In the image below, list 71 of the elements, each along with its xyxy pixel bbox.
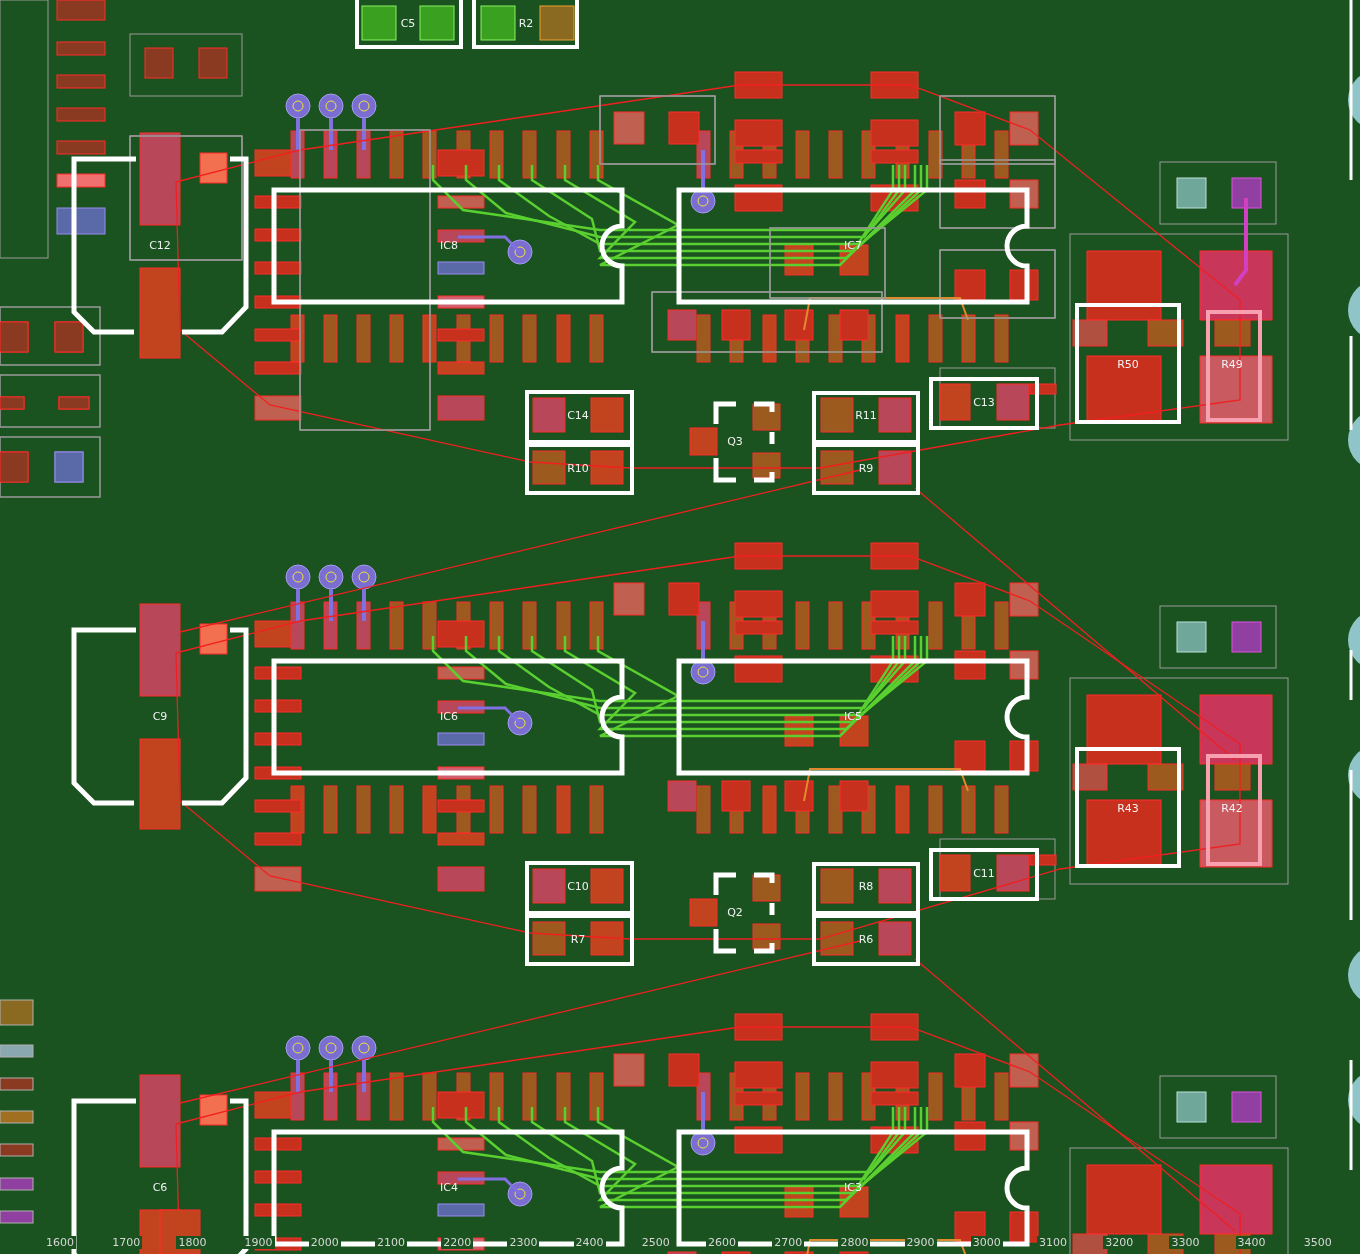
reference-designator: R7	[570, 933, 586, 945]
component-outline	[677, 188, 1029, 304]
ruler-label: 3000	[970, 1236, 1003, 1249]
component-outline	[525, 861, 634, 915]
component-outline	[1075, 747, 1181, 868]
component-outline	[272, 188, 624, 304]
ruler-label: 2200	[441, 1236, 474, 1249]
component-outline	[812, 391, 920, 444]
reference-designator: R2	[518, 17, 534, 29]
reference-designator: C10	[567, 880, 589, 892]
component-outline	[1206, 754, 1262, 866]
reference-designator: R8	[858, 880, 874, 892]
reference-designator: R49	[1221, 358, 1243, 370]
ruler-label: 2100	[375, 1236, 407, 1249]
reference-designator: R11	[855, 409, 877, 421]
reference-designator: Q2	[727, 906, 743, 918]
ruler-label: 3500	[1301, 1236, 1334, 1249]
reference-designator: C6	[152, 1181, 168, 1193]
reference-designator: R6	[858, 933, 874, 945]
ruler-label: 3100	[1037, 1236, 1069, 1249]
reference-designator: IC3	[844, 1181, 862, 1193]
ruler-label: 1900	[242, 1236, 275, 1249]
component-outline	[812, 443, 920, 495]
component-outline	[677, 659, 1029, 775]
reference-designator: C9	[152, 710, 168, 722]
reference-designator: IC5	[844, 710, 862, 722]
ruler-label: 2000	[308, 1236, 341, 1249]
reference-designator: IC8	[440, 239, 458, 251]
reference-designator: C13	[973, 396, 995, 408]
ruler-label: 1600	[44, 1236, 76, 1249]
component-outline	[812, 862, 920, 915]
ruler-label: 2300	[507, 1236, 540, 1249]
ruler-label: 1800	[176, 1236, 209, 1249]
component-outline	[1075, 303, 1181, 424]
component-outline	[929, 377, 1039, 430]
component-outline	[929, 848, 1039, 901]
reference-designator: IC4	[440, 1181, 458, 1193]
reference-designator: R9	[858, 462, 874, 474]
ruler-label: 1700	[110, 1236, 143, 1249]
reference-designator: C12	[149, 239, 171, 251]
reference-designator: R42	[1221, 802, 1243, 814]
ruler-label: 2600	[706, 1236, 738, 1249]
component-outline	[525, 914, 634, 966]
reference-designator: C14	[567, 409, 589, 421]
component-outline	[812, 914, 920, 966]
component-outline	[355, 0, 463, 49]
component-outline	[472, 0, 579, 49]
ruler-label: 2900	[904, 1236, 937, 1249]
ruler-label: 2800	[838, 1236, 871, 1249]
reference-designator: C5	[400, 17, 416, 29]
ruler-label: 3200	[1103, 1236, 1136, 1249]
reference-designator: R10	[567, 462, 589, 474]
ruler-label: 3300	[1169, 1236, 1202, 1249]
component-outline	[72, 157, 248, 334]
reference-designator: R43	[1117, 802, 1139, 814]
reference-designator: IC7	[844, 239, 862, 251]
component-outline	[272, 659, 624, 775]
ruler-label: 2700	[772, 1236, 805, 1249]
ruler-label: 2400	[573, 1236, 606, 1249]
reference-designator: C11	[973, 867, 995, 879]
component-outline	[72, 628, 248, 805]
component-outline	[714, 402, 776, 482]
component-outline	[525, 390, 634, 444]
component-outline	[714, 873, 776, 953]
ruler-label: 3400	[1235, 1236, 1268, 1249]
reference-designator: Q3	[727, 435, 743, 447]
ruler-label: 2500	[639, 1236, 672, 1249]
component-outline	[1206, 310, 1262, 422]
reference-designator: R50	[1117, 358, 1139, 370]
reference-designator: IC6	[440, 710, 458, 722]
component-outline	[525, 443, 634, 495]
